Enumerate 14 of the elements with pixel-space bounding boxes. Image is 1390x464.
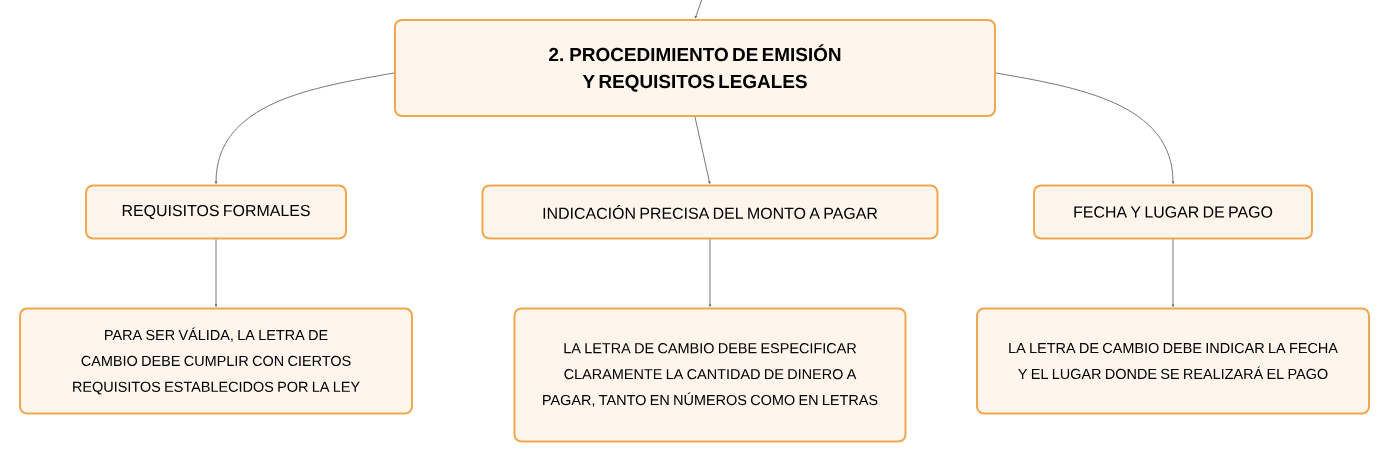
title-box: 2. PROCEDIMIENTO DE EMISIÓN Y REQUISITOS LEGALES <box>394 19 996 117</box>
topic-box: REQUISITOS FORMALES <box>85 184 347 240</box>
description-box: PARA SER VÁLIDA, LA LETRA DE CAMBIO DEBE CUMPLIR CON CIERTOS REQUISITOS ESTABLECIDOS POR LA LEY <box>19 307 413 415</box>
topic-box: FECHA Y LUGAR DE PAGO <box>1033 184 1313 240</box>
arrow <box>694 0 703 19</box>
arrow <box>214 239 218 307</box>
arrow <box>708 239 712 307</box>
arrow <box>995 72 1175 184</box>
topic-box: INDICACIÓN PRECISA DEL MONTO A PAGAR <box>481 184 939 240</box>
arrow <box>694 116 711 184</box>
arrow <box>214 72 395 184</box>
arrow <box>1171 239 1175 307</box>
description-box: LA LETRA DE CAMBIO DEBE ESPECIFICAR CLARAMENTE LA CANTIDAD DE DINERO A PAGAR, TANTO EN NÚMEROS COMO EN LETRAS <box>513 307 907 443</box>
description-box: LA LETRA DE CAMBIO DEBE INDICAR LA FECHA Y EL LUGAR DONDE SE REALIZARÁ EL PAGO <box>976 307 1370 415</box>
